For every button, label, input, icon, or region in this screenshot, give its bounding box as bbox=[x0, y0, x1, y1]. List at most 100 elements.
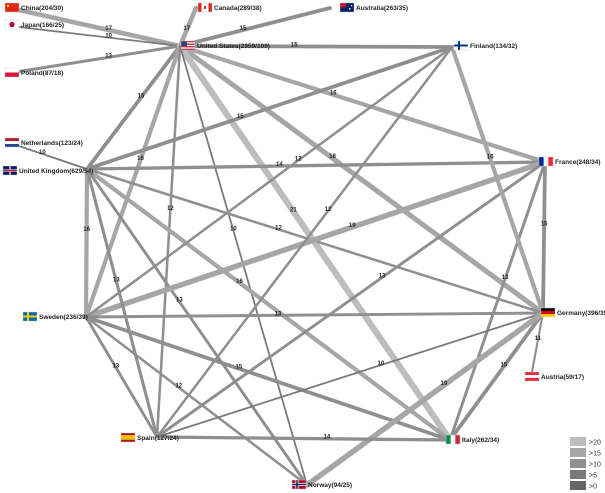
edge-us-es bbox=[155, 44, 182, 439]
node-de: Germany(396/39) bbox=[540, 307, 605, 318]
edge-fr-de bbox=[541, 160, 547, 315]
node-label-fi: Finland(134/32) bbox=[470, 43, 517, 50]
legend-swatch bbox=[570, 459, 586, 468]
edge-label-se-de: 13 bbox=[275, 311, 282, 317]
legend-swatch bbox=[570, 437, 586, 446]
edge-fi-es bbox=[155, 45, 454, 439]
china-flag-icon bbox=[4, 2, 20, 13]
edge-label-us-jp: 10 bbox=[105, 34, 112, 40]
germany-flag-icon bbox=[540, 307, 556, 318]
node-label-fr: France(248/34) bbox=[555, 159, 601, 166]
node-es: Spain(127/24) bbox=[120, 432, 179, 443]
sweden-flag-icon bbox=[22, 311, 38, 322]
edge-label-se-no: 12 bbox=[175, 384, 182, 390]
edge-se-it bbox=[84, 315, 452, 442]
edge-se-de bbox=[84, 311, 545, 319]
legend-label: >15 bbox=[589, 451, 601, 458]
edge-de-at bbox=[529, 311, 545, 379]
edge-label-uk-fi: 15 bbox=[237, 114, 244, 120]
node-label-au: Australia(263/35) bbox=[356, 5, 408, 12]
edge-label-fr-de: 15 bbox=[541, 221, 548, 227]
node-au: Australia(263/35) bbox=[339, 2, 408, 13]
node-label-it: Italy(262/34) bbox=[462, 437, 499, 444]
edge-it-es bbox=[155, 435, 452, 442]
finland-flag-icon bbox=[453, 40, 469, 51]
legend-swatch bbox=[570, 470, 586, 479]
node-label-de: Germany(396/39) bbox=[557, 310, 605, 317]
node-ca: Canada(289/38) bbox=[197, 2, 262, 13]
edge-label-fi-es: 12 bbox=[325, 207, 332, 213]
edge-us-de bbox=[177, 43, 546, 316]
node-it: Italy(262/34) bbox=[445, 434, 499, 445]
edge-fi-se bbox=[84, 45, 454, 319]
node-uk: United Kingdom(629/54) bbox=[2, 165, 93, 176]
austria-flag-icon bbox=[524, 371, 540, 382]
node-us: United States(2959/109) bbox=[180, 40, 270, 51]
edge-label-us-uk: 15 bbox=[138, 94, 145, 100]
edge-label-de-it: 15 bbox=[501, 362, 508, 368]
node-label-es: Spain(127/24) bbox=[137, 435, 179, 442]
edge-nl-uk bbox=[9, 142, 88, 170]
edge-label-nl-uk: 10 bbox=[39, 150, 46, 156]
node-pl: Poland(87/18) bbox=[4, 67, 63, 78]
edges-layer bbox=[7, 5, 548, 488]
edge-us-jp bbox=[9, 25, 181, 47]
us-flag-icon bbox=[180, 40, 196, 51]
edge-label-fi-se: 12 bbox=[295, 156, 302, 162]
edge-label-fr-es: 13 bbox=[379, 274, 386, 280]
edge-label-uk-de: 12 bbox=[275, 225, 282, 231]
italy-flag-icon bbox=[445, 434, 461, 445]
edge-us-pl bbox=[8, 44, 182, 75]
edge-uk-es bbox=[85, 167, 159, 439]
spain-flag-icon bbox=[120, 432, 136, 443]
edge-label-us-no: 10 bbox=[230, 226, 237, 232]
edge-label-de-at: 11 bbox=[535, 336, 542, 342]
node-label-cn: China(204/30) bbox=[21, 5, 63, 12]
node-label-uk: United Kingdom(629/54) bbox=[19, 168, 93, 175]
legend-label: >0 bbox=[589, 484, 597, 491]
edge-label-it-es: 14 bbox=[324, 435, 331, 441]
node-label-no: Norway(94/25) bbox=[308, 482, 352, 489]
australia-flag-icon bbox=[339, 2, 355, 13]
edge-label-us-fr: 16 bbox=[330, 91, 337, 97]
edge-de-es bbox=[156, 312, 544, 438]
edge-us-fr bbox=[177, 43, 548, 165]
canada-flag-icon bbox=[197, 2, 213, 13]
edge-label-us-ca: 17 bbox=[183, 26, 190, 32]
legend-label: >20 bbox=[589, 440, 601, 447]
edge-us-au bbox=[178, 6, 332, 48]
legend-swatch bbox=[570, 481, 586, 490]
edge-se-no bbox=[84, 315, 309, 487]
edge-label-uk-es: 13 bbox=[113, 278, 120, 284]
legend-label: >10 bbox=[589, 462, 601, 469]
japan-flag-icon bbox=[4, 19, 20, 30]
edge-uk-fi bbox=[85, 45, 454, 171]
edge-de-no bbox=[304, 310, 546, 488]
node-no: Norway(94/25) bbox=[291, 479, 352, 490]
edge-label-us-cn: 17 bbox=[105, 26, 112, 32]
node-label-us: United States(2959/109) bbox=[197, 43, 270, 50]
edge-us-it bbox=[176, 42, 454, 444]
node-label-se: Sweden(236/39) bbox=[39, 314, 88, 321]
edge-label-us-fi: 15 bbox=[291, 42, 298, 48]
node-fi: Finland(134/32) bbox=[453, 40, 517, 51]
node-label-ca: Canada(289/38) bbox=[214, 5, 262, 12]
edge-us-ca bbox=[177, 5, 199, 49]
edge-uk-se bbox=[83, 166, 90, 320]
edge-label-us-au: 15 bbox=[240, 26, 247, 32]
edge-label-us-es: 12 bbox=[167, 206, 174, 212]
node-label-at: Austria(59/17) bbox=[541, 374, 584, 381]
edge-se-es bbox=[84, 315, 159, 439]
node-se: Sweden(236/39) bbox=[22, 311, 88, 322]
edge-uk-it bbox=[84, 166, 453, 443]
edge-uk-no bbox=[85, 167, 309, 487]
legend: >20>15>10>5>0 bbox=[570, 437, 601, 491]
edge-us-cn bbox=[7, 5, 183, 49]
edge-label-se-it: 15 bbox=[236, 365, 243, 371]
node-label-nl: Netherlands(123/24) bbox=[21, 140, 83, 147]
node-at: Austria(59/17) bbox=[524, 371, 584, 382]
edge-fr-it bbox=[448, 160, 547, 442]
edge-label-us-pl: 13 bbox=[105, 53, 112, 59]
